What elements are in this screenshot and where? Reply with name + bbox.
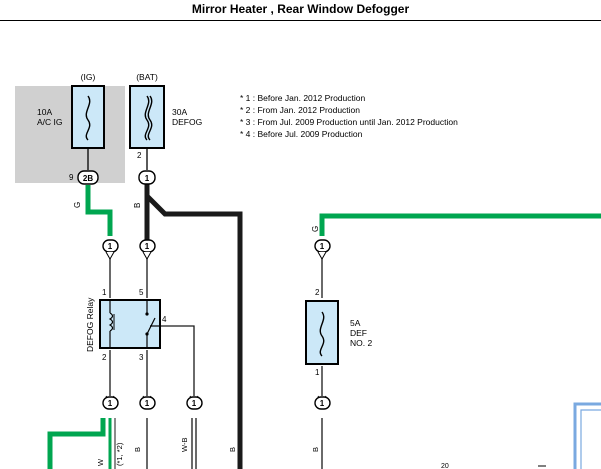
- wire-label-b-lower-1: B: [133, 447, 142, 452]
- connector-b-relay-in-label: 1: [145, 242, 150, 251]
- connector-relay-out-3: [139, 395, 156, 410]
- wire-label-wb: W-B: [180, 438, 189, 452]
- green-wire-right: [319, 213, 601, 236]
- relay-pin3: 3: [139, 353, 144, 362]
- connector-def2-in: [314, 239, 331, 261]
- connector-def2-out-label: 1: [320, 399, 325, 408]
- note-3: * 3 : From Jul. 2009 Production until Ja…: [240, 117, 458, 127]
- connector-g-relay-in: [102, 239, 119, 261]
- relay-defog: [99, 299, 161, 349]
- note-1: * 1 : Before Jan. 2012 Production: [240, 93, 365, 103]
- ig-source-label: (IG): [81, 72, 96, 82]
- wire-label-b-lower-3: B: [311, 447, 320, 452]
- green-wire-left: [85, 185, 113, 236]
- wire-label-w: W: [96, 458, 105, 466]
- page-title: Mirror Heater , Rear Window Defogger: [191, 2, 410, 16]
- fuse-bat: [129, 85, 165, 149]
- title-rule: [0, 20, 601, 21]
- blue-box-fragment: [573, 402, 601, 469]
- fragment-20: 20: [441, 463, 449, 469]
- connector-relay-out-2: [102, 395, 119, 410]
- fuse-bat-rating: 30A: [172, 107, 187, 117]
- fuse-def2-name2: NO. 2: [350, 338, 372, 348]
- blue-box-fragment-inner: [580, 409, 601, 469]
- fuse-def2-name1: DEF: [350, 328, 367, 338]
- connector-relay-out-3-label: 1: [145, 399, 150, 408]
- connector-def2-out: [314, 395, 331, 410]
- black-wire-branch: [145, 194, 243, 469]
- relay-pin5: 5: [139, 288, 144, 297]
- wire-label-b-lower-2: B: [228, 447, 237, 452]
- connector-relay-out-4-label: 1: [192, 399, 197, 408]
- fuse-ig-pin: 9: [69, 173, 74, 182]
- relay-name: DEFOG Relay: [85, 297, 95, 352]
- fuse-ig-rating: 10A: [37, 107, 52, 117]
- note-2: * 2 : From Jan. 2012 Production: [240, 105, 360, 115]
- wire-label-b-top: B: [133, 203, 142, 208]
- bat-source-label: (BAT): [136, 72, 158, 82]
- wire-relay-pin4: [161, 325, 195, 396]
- ig-area-box: [15, 86, 125, 183]
- connector-bat: [138, 170, 156, 185]
- fuse-def2-pin-top: 2: [315, 288, 320, 297]
- fuse-def2: [305, 300, 339, 365]
- relay-pin2: 2: [102, 353, 107, 362]
- fuse-def2-pin-bottom: 1: [315, 368, 320, 377]
- connector-relay-out-2-label: 1: [108, 399, 113, 408]
- connector-2b: [77, 170, 99, 185]
- green-wire-lower-left: [47, 418, 106, 469]
- connector-2b-label: 2B: [83, 174, 93, 183]
- fuse-bat-name: DEFOG: [172, 117, 202, 127]
- fuse-ig-name: A/C IG: [37, 117, 63, 127]
- fuse-bat-pin: 2: [137, 151, 142, 160]
- note-4: * 4 : Before Jul. 2009 Production: [240, 129, 363, 139]
- wire-label-g-left: G: [73, 202, 82, 208]
- fuse-def2-rating: 5A: [350, 318, 361, 328]
- relay-pin1: 1: [102, 288, 107, 297]
- relay-pin4: 4: [162, 315, 167, 324]
- connector-bat-label: 1: [145, 174, 150, 183]
- connector-relay-out-4: [186, 395, 203, 410]
- wire-label-g-right: G: [311, 226, 320, 232]
- fuse-ig: [71, 85, 105, 149]
- wire-label-note-12: (*1, *2): [115, 442, 124, 466]
- connector-b-relay-in: [139, 239, 156, 261]
- connector-g-relay-in-label: 1: [108, 242, 113, 251]
- connector-def2-in-label: 1: [320, 242, 325, 251]
